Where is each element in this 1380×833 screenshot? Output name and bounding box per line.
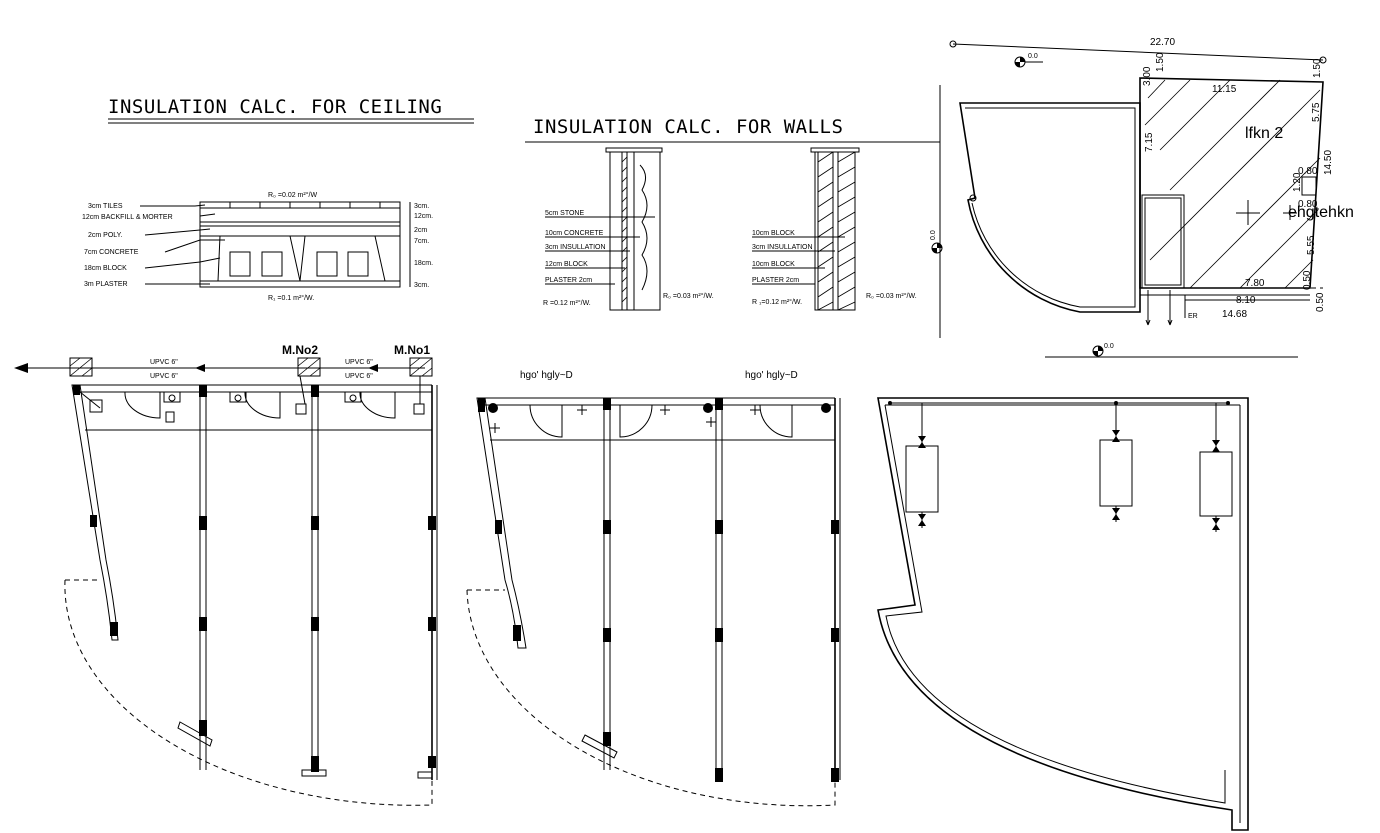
wall2-r: R ₁=0.12 m²°/W. [752,298,802,306]
site-dim-d16: 0.50 [1315,292,1326,312]
ceiling-dim-5: 18cm. [414,260,433,267]
pipe-label-d: UPVC 6" [345,373,373,380]
ceiling-dim-3: 2cm [414,227,427,234]
site-dim-d2: 1.50 [1155,52,1166,72]
ceiling-layer-5: 18cm BLOCK [84,265,127,272]
wall2-r0: R₀ =0.03 m²°/W. [866,292,917,300]
site-dim-d1: 3.00 [1142,66,1153,86]
ceiling-layer-3: 2cm POLY. [88,232,122,239]
site-dim-d12: 7.80 [1245,278,1265,289]
wall2-layer-2: 3cm INSULLATION [752,244,813,251]
ceiling-dim-2: 12cm. [414,213,433,220]
ceiling-r0: R₀ =0.02 m²°/W [268,191,317,199]
ceiling-dim-1: 3cm. [414,203,429,210]
site-level-3: 0.0 [1104,343,1114,350]
site-level-1: 0.0 [1028,53,1038,60]
site-label-er: ER [1188,313,1198,320]
site-level-2: 0.0 [930,230,937,240]
wall2-layer-3: 10cm BLOCK [752,261,795,268]
wall1-layer-2: 10cm CONCRETE [545,230,604,237]
site-dim-d13: 8.10 [1236,295,1256,306]
site-dim-d3: 1.50 [1312,58,1323,78]
wall1-r: R =0.12 m²°/W. [543,299,591,307]
site-plan: 22.70 0.0 0.0 0.0 [930,37,1354,358]
site-dim-d4: 11.15 [1212,84,1237,95]
site-dim-d6: 5.75 [1311,102,1322,122]
site-dim-top: 22.70 [1150,37,1175,48]
ceiling-layer-2: 12cm BACKFILL & MORTER [82,214,173,221]
manhole-2: M.No2 [282,343,318,357]
site-dim-d9: 1.20 [1292,172,1303,192]
ceiling-layer-1: 3cm TILES [88,203,123,210]
ceiling-layer-4: 7cm CONCRETE [84,249,139,256]
ceiling-title: INSULATION CALC. FOR CEILING [108,96,442,118]
plan-drainage: M.No2 M.No1 UPVC 6" UPVC 6" UPVC 6" UPVC… [14,343,438,806]
wall1-layer-4: 12cm BLOCK [545,261,588,268]
ceiling-layer-6: 3m PLASTER [84,281,128,288]
site-label-main: lfkn 2 [1245,125,1283,142]
wall1-layer-1: 5cm STONE [545,210,584,217]
pipe-label-c: UPVC 6" [345,359,373,366]
wall1-layer-3: 3cm INSULLATION [545,244,606,251]
plan-rooms: hgo' hgly~D hgo' hgly~D [466,370,841,807]
room-label-2: hgo' hgly~D [745,370,798,381]
pipe-label-a: UPVC 6" [150,359,178,366]
site-dim-d14: 0.50 [1302,270,1313,290]
pipe-label-b: UPVC 6" [150,373,178,380]
site-dim-d11: 5.55 [1306,235,1317,255]
ceiling-insulation-detail: INSULATION CALC. FOR CEILING R₀ =0.02 m²… [82,96,474,302]
ceiling-dim-6: 3cm. [414,282,429,289]
site-label-side: ehgtehkn [1288,204,1354,221]
walls-title: INSULATION CALC. FOR WALLS [533,116,843,138]
wall2-layer-4: PLASTER 2cm [752,277,799,284]
site-dim-d8: 0.80 [1298,166,1318,177]
site-dim-d5: 7.15 [1144,132,1155,152]
plan-water [877,397,1249,831]
site-dim-d15: 14.68 [1222,309,1247,320]
site-dim-d7: 14.50 [1323,150,1334,175]
wall2-layer-1: 10cm BLOCK [752,230,795,237]
wall-insulation-detail: INSULATION CALC. FOR WALLS 5cm STONE 10c… [525,116,940,311]
manhole-1: M.No1 [394,343,430,357]
wall1-r0: R₀ =0.03 m²°/W. [663,292,714,300]
ceiling-r1: R₁ =0.1 m²°/W. [268,294,314,302]
site-dim-d10: 0.80 [1298,199,1318,210]
wall1-layer-5: PLASTER 2cm [545,277,592,284]
ceiling-dim-4: 7cm. [414,238,429,245]
room-label-1: hgo' hgly~D [520,370,573,381]
